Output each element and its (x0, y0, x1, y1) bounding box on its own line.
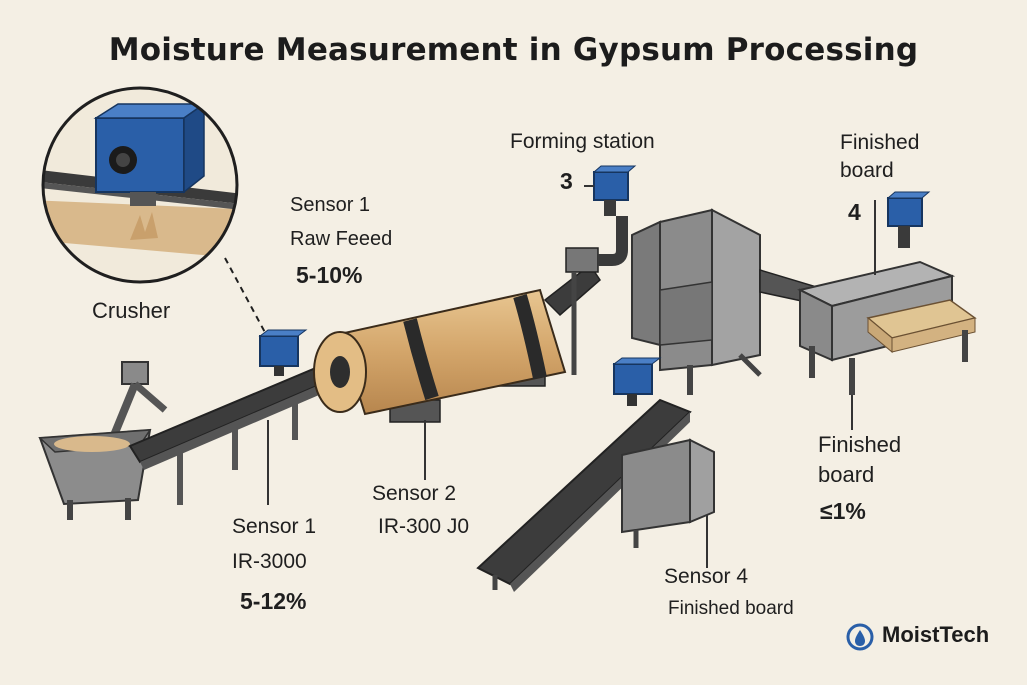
feed-conveyor (128, 360, 342, 505)
finished-top-number: 4 (848, 199, 861, 225)
sensor4-sub: Finished board (668, 598, 794, 619)
sensor4-name: Sensor 4 (664, 565, 749, 588)
forming-machine (631, 208, 821, 395)
forming-station-label: Forming station (510, 130, 655, 153)
sensor1-bottom-name: Sensor 1 (232, 515, 317, 538)
finished-top-line1: Finished (840, 131, 920, 154)
crusher (38, 361, 168, 520)
finished-right-line2: board (818, 462, 875, 487)
sensor2-name: Sensor 2 (372, 482, 457, 505)
finished-top-line2: board (840, 159, 894, 182)
sensor1-bottom-value: 5-12% (240, 588, 307, 614)
forming-station-number: 3 (560, 168, 573, 194)
page-title: Moisture Measurement in Gypsum Processin… (108, 32, 919, 68)
sensor-4-head (886, 191, 931, 248)
sensor2-sub: IR-300 J0 (378, 515, 470, 538)
droplet-logo-icon (846, 623, 874, 651)
sensor-3-head (584, 165, 637, 216)
finished-right-value: ≤1% (820, 498, 866, 524)
finished-station (797, 200, 977, 430)
sensor1-bottom-sub: IR-3000 (232, 550, 307, 573)
brand-logo: MoistTech (876, 622, 989, 648)
duct (543, 216, 628, 375)
sensor1-top-sub: Raw Feeed (290, 228, 393, 250)
sensor1-top-value: 5-10% (296, 262, 363, 288)
zoom-inset (41, 86, 269, 339)
finished-right-line1: Finished (818, 432, 902, 457)
output-conveyor (476, 398, 715, 592)
crusher-label: Crusher (92, 298, 171, 323)
brand-name: MoistTech (882, 622, 990, 647)
sensor-1-head (258, 329, 308, 505)
rotary-dryer (313, 288, 567, 480)
sensor1-top-name: Sensor 1 (290, 194, 371, 216)
sensor-5-head (612, 357, 662, 406)
